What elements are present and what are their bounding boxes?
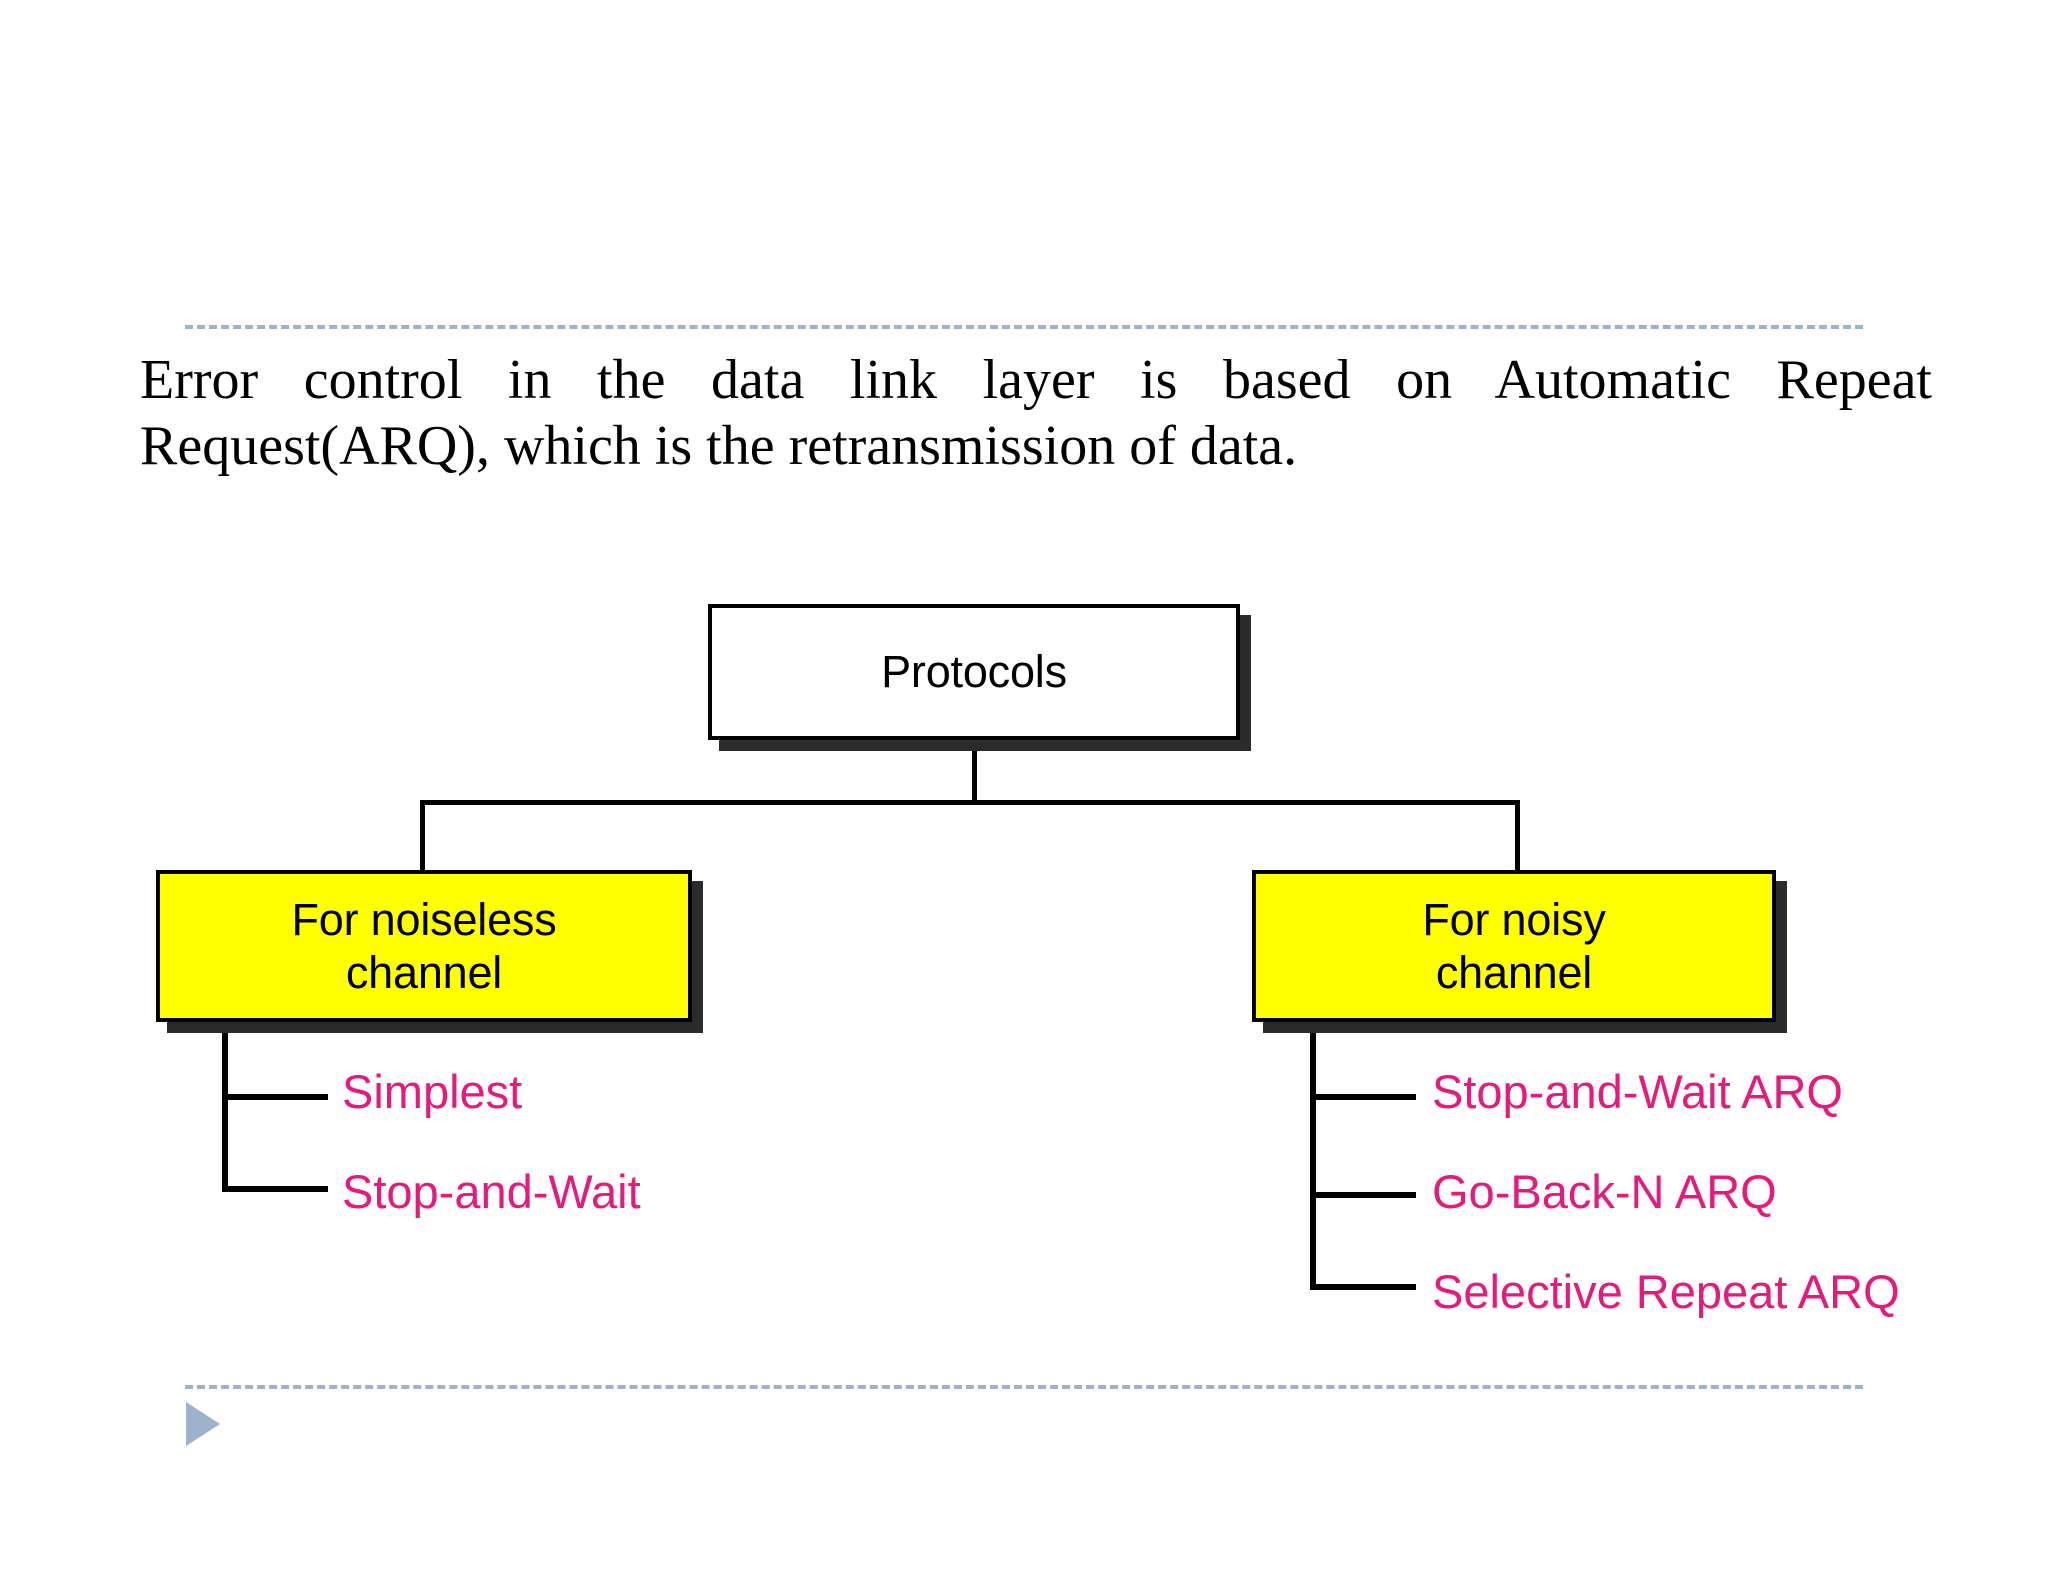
connector-stub-noisy-3 (1310, 1284, 1416, 1290)
connector-drop-left (420, 800, 425, 872)
node-for-noisy-channel-label: For noisy channel (1422, 893, 1605, 999)
connector-drop-right (1515, 800, 1520, 872)
connector-stub-noisy-1 (1310, 1094, 1416, 1100)
node-for-noisy-channel: For noisy channel (1252, 870, 1776, 1022)
leaf-selective-repeat-arq: Selective Repeat ARQ (1432, 1265, 1900, 1318)
connector-stub-noiseless-1 (222, 1094, 328, 1100)
connector-horizontal-bus (420, 800, 1520, 805)
connector-stub-noisy-2 (1310, 1192, 1416, 1198)
connector-root-stem (972, 740, 977, 804)
body-paragraph: Error control in the data link layer is … (140, 348, 1932, 479)
leaf-go-back-n-arq: Go-Back-N ARQ (1432, 1165, 1777, 1218)
body-paragraph-line-2: Request(ARQ), which is the retransmissio… (140, 414, 1298, 477)
body-paragraph-line-1: Error control in the data link layer is … (140, 349, 1932, 411)
bottom-divider-rule (185, 1385, 1863, 1389)
leaf-stop-and-wait-arq: Stop-and-Wait ARQ (1432, 1065, 1843, 1118)
node-noisy-line-2: channel (1435, 947, 1593, 998)
node-noiseless-line-2: channel (345, 947, 503, 998)
node-protocols-label: Protocols (881, 646, 1067, 698)
node-noiseless-line-1: For noiseless (291, 893, 557, 945)
connector-trunk-noiseless (222, 1022, 228, 1192)
leaf-simplest: Simplest (342, 1065, 523, 1118)
connector-trunk-noisy (1310, 1022, 1316, 1290)
node-protocols: Protocols (708, 604, 1240, 740)
play-triangle-icon[interactable] (186, 1402, 220, 1446)
node-for-noiseless-channel-label: For noiseless channel (291, 893, 556, 999)
top-divider-rule (185, 325, 1863, 329)
node-for-noiseless-channel: For noiseless channel (156, 870, 692, 1022)
node-noisy-line-1: For noisy (1422, 893, 1606, 945)
connector-stub-noiseless-2 (222, 1186, 328, 1192)
leaf-stop-and-wait: Stop-and-Wait (342, 1165, 641, 1218)
